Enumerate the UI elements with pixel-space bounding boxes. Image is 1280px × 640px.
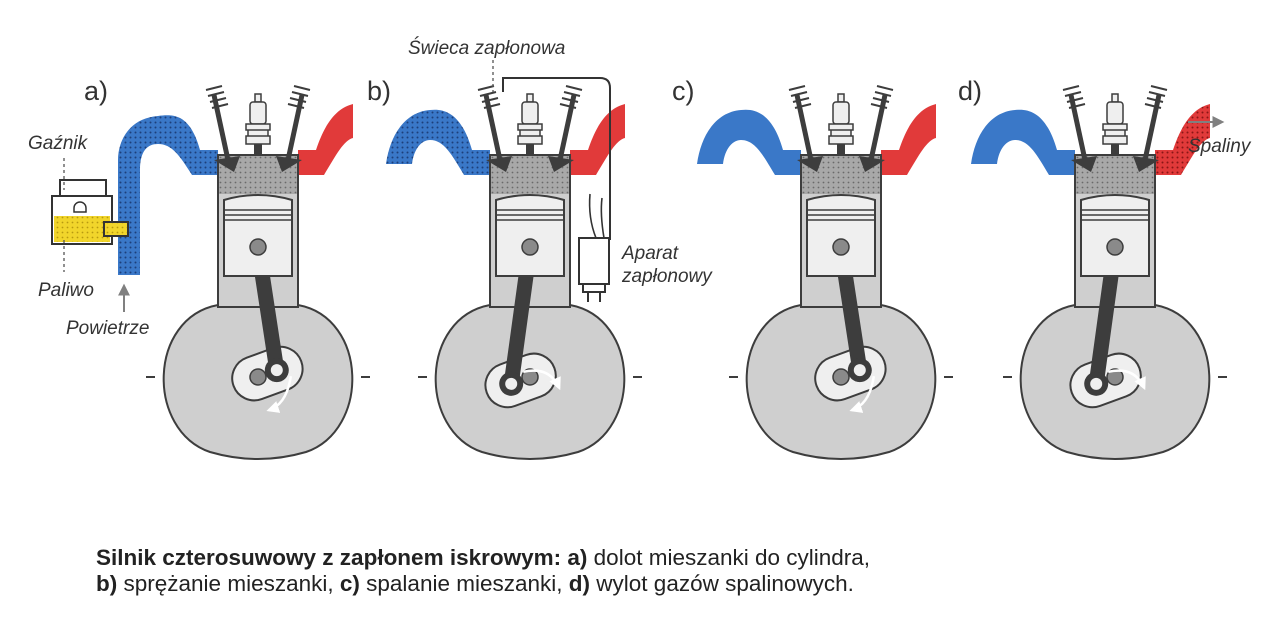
carburetor [51,179,129,245]
intake-valve-stem [211,94,231,161]
spark-plug-label: Świeca zapłonowa [408,37,565,59]
four-stroke-engine-diagram: a) b) c) d) Gaźnik Paliwo Powietrze Świe… [28,37,1252,460]
ignition-wire [502,77,611,240]
intake-valve-spring [1062,85,1086,109]
spark-plug-insulator [521,101,539,125]
exhaust-valve-head [859,156,885,172]
crank-pin [1090,377,1103,390]
intake-pipe [386,109,490,175]
caption-text-c: spalanie mieszanki, [366,571,563,596]
caption-title: Silnik czterosuwowy z zapłonem iskrowym: [96,545,562,570]
engines-group [118,85,1227,460]
intake-valve-spring [477,85,501,109]
spark-plug-terminal [837,93,845,103]
stage-label-a: a) [84,76,108,106]
piston [223,194,293,277]
rotation-arrow [1107,369,1146,391]
spark-plug-body [828,123,854,145]
intake-valve-stem [794,94,814,161]
spark-plug-insulator [1106,101,1124,125]
stage-label-d: d) [958,76,982,106]
exhaust-label: Spaliny [1188,136,1252,157]
crank-main-journal [249,368,267,386]
intake-valve-head [797,156,823,172]
stage-label-c: c) [672,76,695,106]
piston-pin [521,238,539,256]
intake-valve-stem [483,94,503,161]
caption-key-c: c) [339,571,360,596]
exhaust-valve-stem [868,94,888,161]
crank-pin [853,364,866,377]
crank-main-journal [1106,368,1124,386]
piston [1080,194,1150,277]
intake-pipe [971,109,1075,175]
spark-plug-thread [1111,144,1119,154]
intake-valve-head [1071,156,1097,172]
intake-valve-spring [205,85,229,109]
intake-valve-stem [1068,94,1088,161]
exhaust-valve-stem [557,94,577,161]
crank-pin [505,377,518,390]
exhaust-valve-spring [559,85,583,109]
rotation-arrow [266,375,293,413]
exhaust-valve-head [1133,156,1159,172]
spark-plug-terminal [254,93,262,103]
intake-valve-spring [788,85,812,109]
spark-plug-body [1102,123,1128,145]
exhaust-valve-spring [1144,85,1168,109]
intake-pipe [118,115,218,275]
caption-text-d: wylot gazów spalinowych. [596,571,854,596]
spark-plug-body [517,123,543,145]
caption-text-a: dolot mieszanki do cylindra, [593,545,871,570]
ignition-label-line2: zapłonowy [621,266,713,287]
engine-d [971,85,1227,460]
caption-text-b: sprężanie mieszanki, [123,571,334,596]
engine-c [697,85,953,460]
stage-label-b: b) [367,76,391,106]
intake-pipe [697,109,801,175]
piston [495,194,565,277]
spark-plug-thread [254,144,262,154]
spark-plug-terminal [1111,93,1119,103]
intake-valve-head [486,156,512,172]
exhaust-valve-stem [285,94,305,161]
intake-valve-head [214,156,240,172]
rotation-arrow [522,369,561,391]
spark-plug-thread [837,144,845,154]
piston [806,194,876,277]
exhaust-pipe [298,104,353,175]
piston-pin [249,238,267,256]
engine-a [118,85,370,460]
ignition-unit [578,193,610,302]
air-label: Powietrze [66,318,149,339]
carburetor-label: Gaźnik [28,133,89,154]
fuel-label: Paliwo [38,280,94,301]
spark-plug-insulator [249,101,267,125]
spark-plug-body [245,123,271,145]
caption-key-b: b) [96,571,118,596]
crank-pin [270,364,283,377]
exhaust-valve-head [276,156,302,172]
spark-plug-terminal [526,93,534,103]
figure-caption: Silnik czterosuwowy z zapłonem iskrowym:… [96,545,1196,597]
engine-b [386,85,642,460]
caption-line-2: b) sprężanie mieszanki, c) spalanie mies… [96,571,1196,597]
piston-pin [1106,238,1124,256]
rotation-arrow [849,375,876,413]
spark-plug-thread [526,144,534,154]
exhaust-valve-stem [1142,94,1162,161]
exhaust-valve-head [548,156,574,172]
caption-line-1: Silnik czterosuwowy z zapłonem iskrowym:… [96,545,1196,571]
crank-main-journal [521,368,539,386]
ignition-label-line1: Aparat [621,243,679,264]
exhaust-pipe [881,104,936,175]
exhaust-pipe [570,104,625,175]
piston-pin [832,238,850,256]
exhaust-valve-spring [870,85,894,109]
crank-main-journal [832,368,850,386]
caption-key-d: d) [568,571,591,596]
caption-key-a: a) [567,545,588,570]
spark-plug-insulator [832,101,850,125]
exhaust-valve-spring [287,85,311,109]
